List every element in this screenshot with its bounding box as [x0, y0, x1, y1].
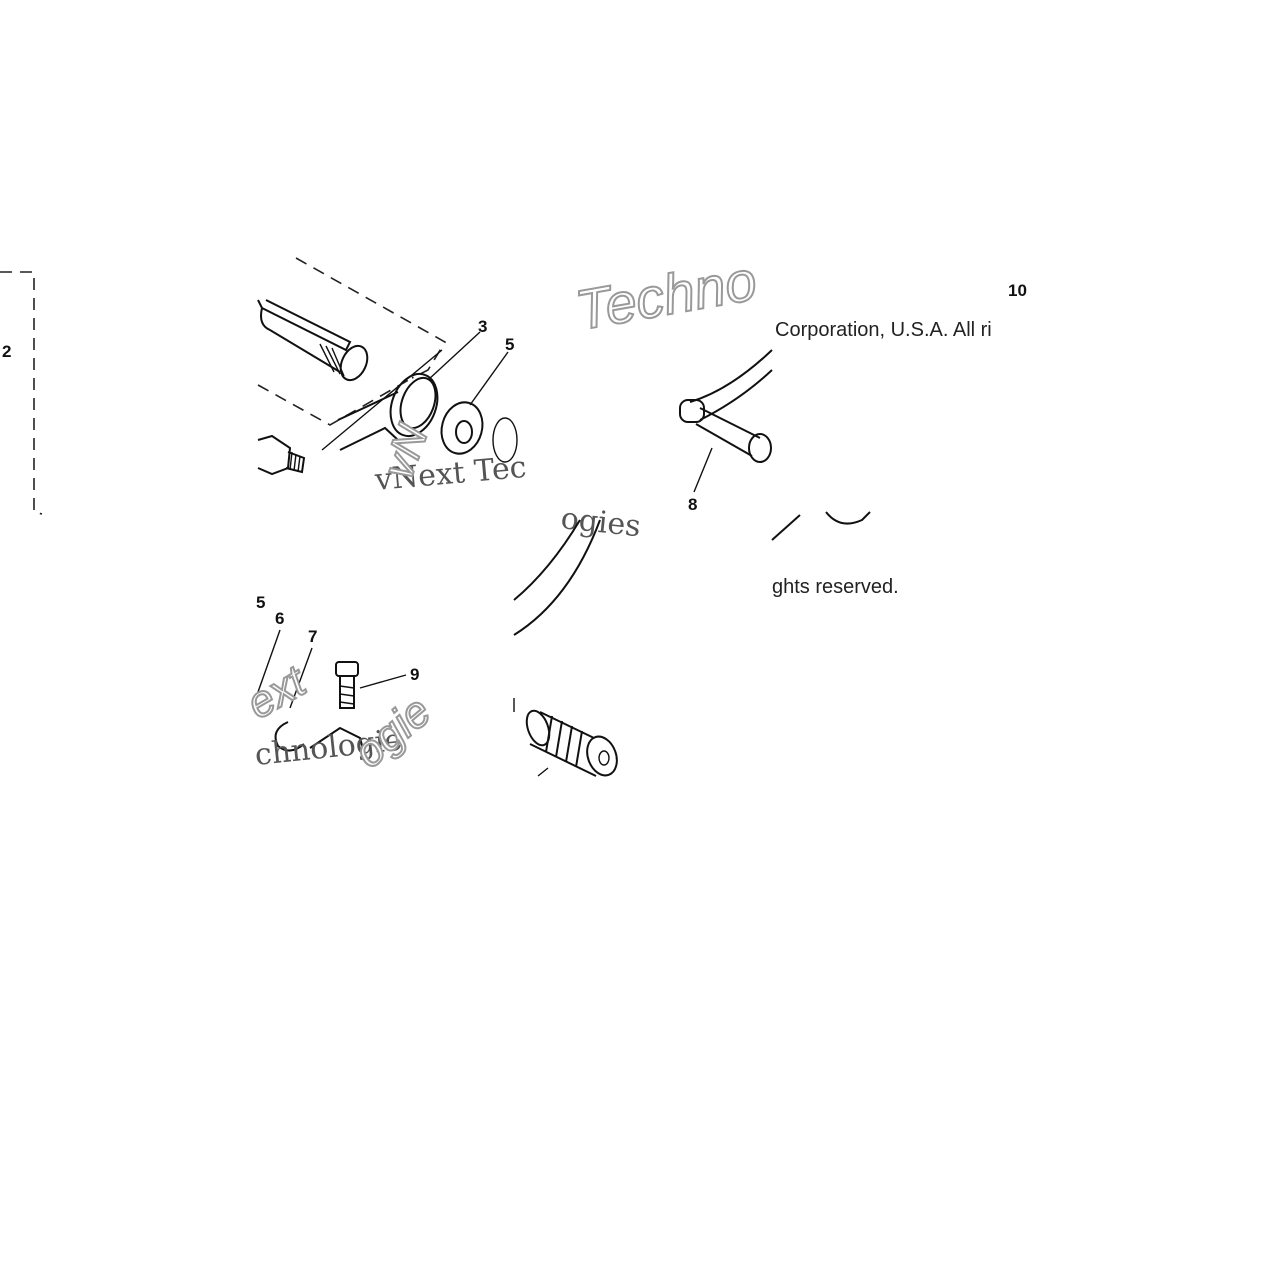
callout-9: 9 — [410, 665, 419, 684]
callout-3: 3 — [478, 317, 487, 336]
washer-edge — [492, 417, 518, 463]
watermark-ogie: ogie — [345, 687, 440, 778]
callout-6: 6 — [275, 609, 284, 628]
tile-lever-pin: Techno 8 — [570, 247, 773, 514]
washer — [440, 401, 484, 455]
callout-7: 7 — [308, 627, 317, 646]
shaft — [257, 299, 369, 382]
tile-shaft-spring: 3 5 vNext Tec vN — [257, 257, 528, 498]
tile-copyright: 10 Corporation, U.S.A. All ri — [775, 281, 1027, 341]
page-number: 10 — [1008, 281, 1027, 300]
tile-footrest — [513, 698, 618, 777]
callout-5: 5 — [505, 335, 514, 354]
copyright-line-1: Corporation, U.S.A. All ri — [775, 319, 992, 341]
watermark-ext: ext — [239, 656, 316, 729]
watermark-ogies: ogies — [559, 501, 642, 544]
footrest-rubber — [525, 709, 618, 777]
mount-bracket — [309, 726, 367, 761]
bracket-assembly-2: 2 — [0, 271, 43, 515]
copyright-line-2: ghts reserved. — [772, 576, 899, 598]
callout-8: 8 — [688, 495, 697, 514]
tile-clip-bolt: 5 6 7 9 ext chnologie ogie — [238, 593, 442, 779]
watermark-techno: Techno — [571, 248, 761, 342]
pivot-pin — [679, 399, 772, 463]
tile-lever-arm: ogies — [513, 501, 642, 636]
callout-2: 2 — [2, 342, 11, 361]
hex-bolt — [335, 661, 359, 709]
e-clip — [274, 721, 305, 752]
bolt — [257, 434, 306, 476]
tile-bracket-fragment: ghts reserved. — [771, 511, 899, 598]
torsion-spring — [337, 373, 439, 451]
callout-5-partial: 5 — [256, 593, 265, 612]
